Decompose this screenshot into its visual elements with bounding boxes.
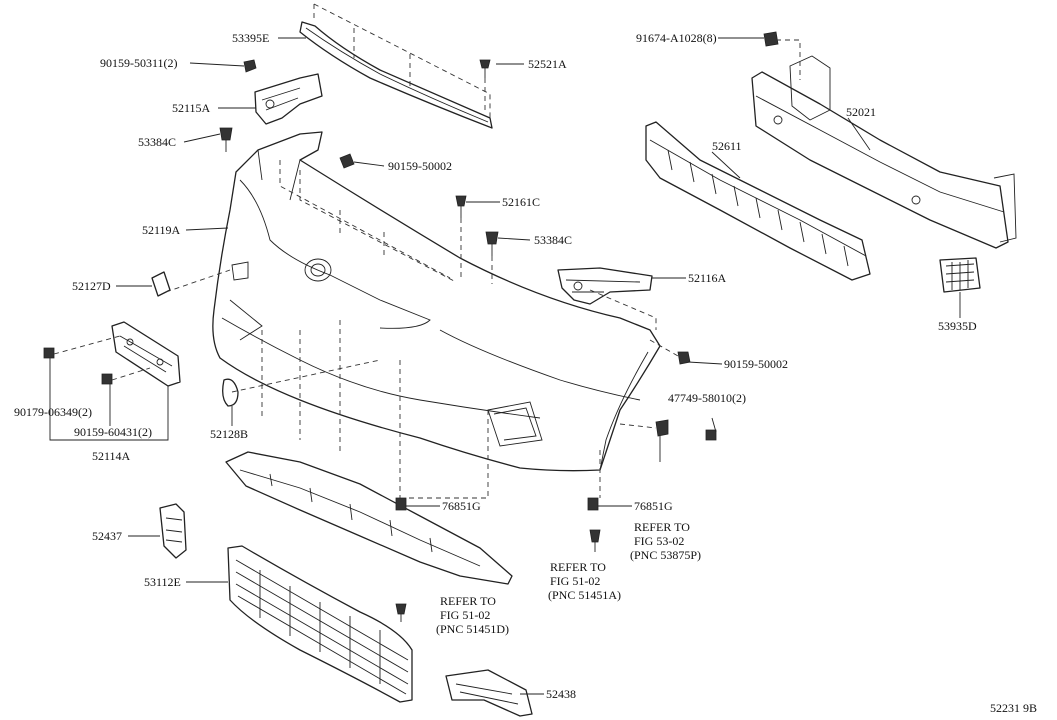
bezel-52438 — [445, 669, 533, 717]
cap-52128B — [222, 378, 239, 407]
label-53112E: 53112E — [144, 575, 181, 589]
label-52119A: 52119A — [142, 223, 181, 237]
lower-grille-53112E — [227, 545, 413, 703]
label-52021: 52021 — [846, 105, 876, 119]
label-52161C: 52161C — [502, 195, 540, 209]
label-52128B: 52128B — [210, 427, 248, 441]
molding-strip-53395E — [299, 21, 493, 129]
leader-lines — [49, 37, 961, 695]
retainer-52115A — [254, 73, 323, 125]
label-52521A: 52521A — [528, 57, 567, 71]
label-53384C-top: 53384C — [138, 135, 176, 149]
cap-52127D — [151, 271, 171, 297]
label-52116A: 52116A — [688, 271, 727, 285]
label-91674-A1028: 91674-A1028(8) — [636, 31, 717, 45]
ref-5102d-line2: FIG 51-02 — [440, 608, 490, 622]
connector-53935D — [939, 257, 981, 293]
label-90159-50002-top: 90159-50002 — [388, 159, 452, 173]
reinforcement-52021 — [751, 55, 1017, 249]
reference-note-fig-51-02-a: REFER TO FIG 51-02 (PNC 51451A) — [548, 560, 621, 602]
label-52114A: 52114A — [92, 449, 131, 463]
label-53395E: 53395E — [232, 31, 269, 45]
ref-5102a-line3: (PNC 51451A) — [548, 588, 621, 602]
label-90179-06349: 90179-06349(2) — [14, 405, 92, 419]
license-bracket-52114A — [111, 321, 181, 387]
diagram-id-label: 52231 9B — [990, 701, 1037, 715]
ref-5302-line1: REFER TO — [634, 520, 690, 534]
label-76851G-left: 76851G — [442, 499, 481, 513]
label-47749-58010: 47749-58010(2) — [668, 391, 746, 405]
absorber-52611 — [645, 121, 871, 281]
label-53935D: 53935D — [938, 319, 977, 333]
label-52127D: 52127D — [72, 279, 111, 293]
label-52438: 52438 — [546, 687, 576, 701]
bracket-52437 — [159, 503, 187, 559]
label-53384C-mid: 53384C — [534, 233, 572, 247]
label-90159-50002-right: 90159-50002 — [724, 357, 788, 371]
reference-note-fig-53-02: REFER TO FIG 53-02 (PNC 53875P) — [630, 520, 701, 562]
ref-5302-line2: FIG 53-02 — [634, 534, 684, 548]
label-90159-60431: 90159-60431(2) — [74, 425, 152, 439]
label-52611: 52611 — [712, 139, 742, 153]
ref-5102d-line3: (PNC 51451D) — [436, 622, 509, 636]
reference-note-fig-51-02-d: REFER TO FIG 51-02 (PNC 51451D) — [436, 594, 509, 636]
ref-5102d-line1: REFER TO — [440, 594, 496, 608]
part-labels: 53395E 90159-50311(2) 52521A 52115A 5338… — [14, 31, 1037, 715]
ref-5102a-line1: REFER TO — [550, 560, 606, 574]
fasteners — [43, 31, 779, 622]
assembly-dashed-lines — [53, 3, 801, 499]
label-76851G-right: 76851G — [634, 499, 673, 513]
label-52437: 52437 — [92, 529, 122, 543]
label-52115A: 52115A — [172, 101, 211, 115]
bumper-cover-52119A — [212, 131, 661, 472]
ref-5102a-line2: FIG 51-02 — [550, 574, 600, 588]
ref-5302-line3: (PNC 53875P) — [630, 548, 701, 562]
label-90159-50311: 90159-50311(2) — [100, 56, 178, 70]
lower-undercover — [225, 451, 513, 585]
retainer-52116A — [557, 267, 653, 305]
